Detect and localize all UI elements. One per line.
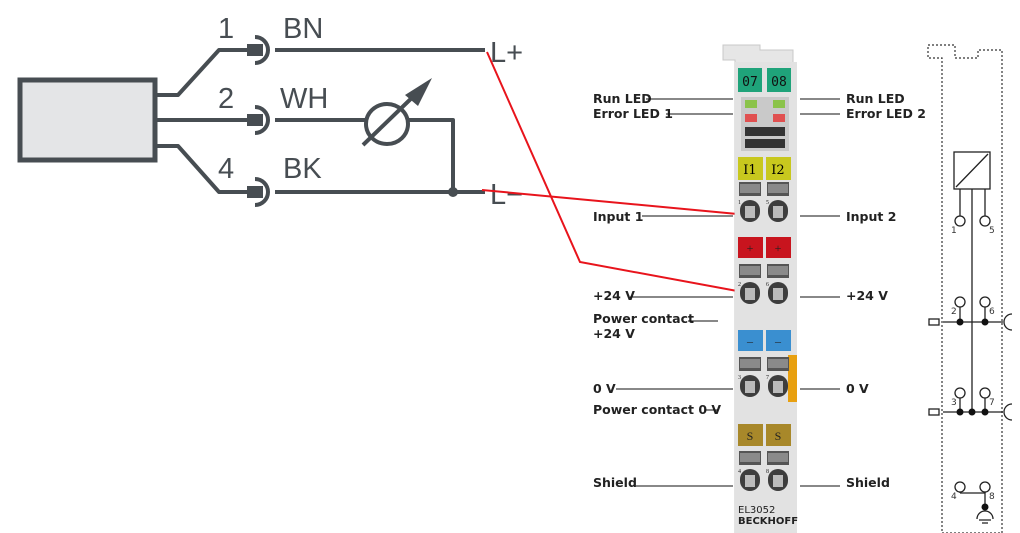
pin-number: 7 bbox=[766, 375, 769, 381]
supply-plus-label: L+ bbox=[490, 37, 523, 69]
schematic-pin-number: 3 bbox=[951, 398, 957, 408]
label-plus-24v-right: +24 V bbox=[846, 288, 888, 303]
shield-mark: S bbox=[747, 429, 754, 443]
label-shield-right: Shield bbox=[846, 475, 890, 490]
label-run-led-left: Run LED bbox=[593, 91, 652, 106]
pin-label-1: 1 bbox=[218, 13, 234, 45]
wh-return-line bbox=[409, 118, 455, 192]
tab-08-label: 08 bbox=[771, 75, 787, 90]
supply-minus-label: L− bbox=[490, 179, 523, 211]
wire-1 bbox=[155, 48, 250, 97]
wire-color-bn: BN bbox=[283, 13, 323, 45]
spring-contact-pin-3[interactable]: 3 bbox=[738, 357, 761, 397]
label-shield-left: Shield bbox=[593, 475, 637, 490]
pin-number: 8 bbox=[766, 469, 769, 475]
shield-contact bbox=[788, 355, 797, 402]
plus-mark: + bbox=[775, 241, 782, 255]
plus-mark: + bbox=[747, 241, 754, 255]
shield-mark: S bbox=[775, 429, 782, 443]
pin-number: 6 bbox=[766, 282, 769, 288]
error-led-1 bbox=[745, 114, 757, 122]
schematic-pin-number: 7 bbox=[989, 398, 995, 408]
spring-contact-pin-4[interactable]: 4 bbox=[738, 451, 761, 491]
pin-label-4: 4 bbox=[218, 153, 234, 185]
label-0v-left: 0 V bbox=[593, 381, 616, 396]
junction-dot bbox=[448, 187, 458, 197]
pin-number: 4 bbox=[738, 469, 741, 475]
spring-contact-pin-1[interactable]: 1 bbox=[738, 182, 761, 222]
minus-mark: – bbox=[774, 334, 782, 348]
pin-label-2: 2 bbox=[218, 83, 234, 115]
sensor: 1 BN 2 WH 4 BK L+ L− bbox=[17, 13, 523, 211]
run-led-2 bbox=[773, 100, 785, 108]
error-led-2 bbox=[773, 114, 785, 122]
meter-icon bbox=[361, 78, 432, 147]
label-run-led-right: Run LED bbox=[846, 91, 905, 106]
left-labels: Run LED Error LED 1 Input 1 +24 V Power … bbox=[593, 91, 733, 490]
spring-contact-pin-6[interactable]: 6 bbox=[766, 264, 789, 304]
label-input-1: Input 1 bbox=[593, 209, 643, 224]
pin-number: 1 bbox=[738, 200, 741, 206]
label-input-2: Input 2 bbox=[846, 209, 896, 224]
spring-contact-pin-8[interactable]: 8 bbox=[766, 451, 789, 491]
label-plus-24v-left: +24 V bbox=[593, 288, 635, 303]
run-led-1 bbox=[745, 100, 757, 108]
sensor-body bbox=[17, 77, 158, 163]
channel-i2-label: I2 bbox=[771, 163, 784, 178]
terminal-schematic: 1 5 2 6 3 7 4 8 bbox=[927, 44, 1013, 533]
wire-color-wh: WH bbox=[280, 83, 328, 115]
minus-mark: – bbox=[746, 334, 754, 348]
label-0v-right: 0 V bbox=[846, 381, 869, 396]
pin-number: 5 bbox=[766, 200, 769, 206]
schematic-pin-number: 8 bbox=[989, 492, 995, 502]
spring-contact-pin-2[interactable]: 2 bbox=[738, 264, 761, 304]
schematic-pin-number: 5 bbox=[989, 226, 995, 236]
label-power-contact-plus-24v: +24 V bbox=[593, 326, 635, 341]
ground-icon bbox=[976, 313, 1013, 524]
spring-contact-pin-5[interactable]: 5 bbox=[766, 182, 789, 222]
schematic-pin-number: 6 bbox=[989, 307, 995, 317]
label-power-contact-plus: Power contact bbox=[593, 311, 694, 326]
schematic-pin-number: 2 bbox=[951, 307, 957, 317]
pin-number: 2 bbox=[738, 282, 741, 288]
wire-color-bk: BK bbox=[283, 153, 322, 185]
spring-contact-pin-7[interactable]: 7 bbox=[766, 357, 789, 397]
tab-07-label: 07 bbox=[742, 75, 758, 90]
label-error-led-1: Error LED 1 bbox=[593, 106, 673, 121]
brand-logo: BECKHOFF bbox=[738, 516, 798, 527]
tab-07 bbox=[738, 68, 762, 92]
channel-i1-label: I1 bbox=[743, 163, 756, 178]
pin-number: 3 bbox=[738, 375, 741, 381]
red-wire-minus bbox=[481, 189, 749, 216]
connector-icon bbox=[247, 35, 270, 207]
wire-4 bbox=[155, 144, 250, 194]
spring-contacts[interactable]: 1 5 2 6 3 7 4 8 bbox=[738, 182, 789, 491]
label-power-contact-0v: Power contact 0 V bbox=[593, 402, 721, 417]
red-wire-plus bbox=[486, 51, 749, 294]
label-error-led-2: Error LED 2 bbox=[846, 106, 926, 121]
schematic-pin-number: 4 bbox=[951, 492, 957, 502]
tab-08 bbox=[767, 68, 791, 92]
schematic-pin-number: 1 bbox=[951, 226, 957, 236]
right-labels: Run LED Error LED 2 Input 2 +24 V 0 V Sh… bbox=[800, 91, 926, 490]
model-label: EL3052 bbox=[738, 505, 775, 516]
